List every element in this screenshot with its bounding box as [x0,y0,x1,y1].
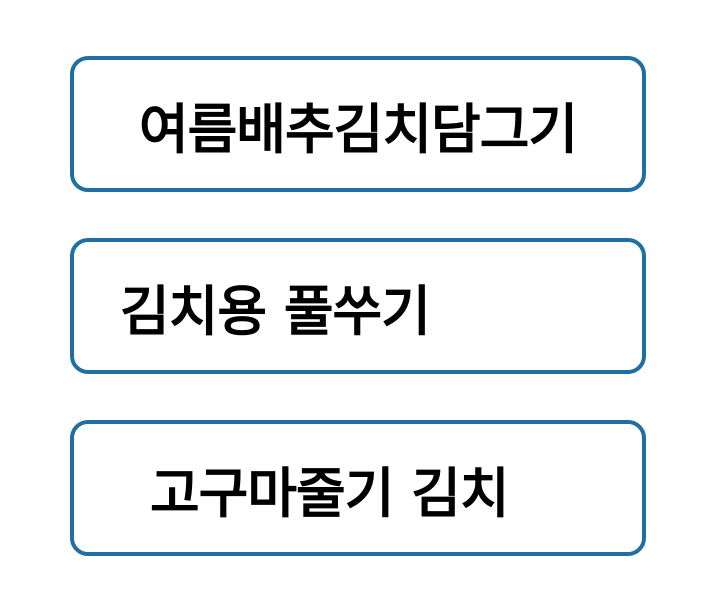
step-label: 여름배추김치담그기 [138,97,578,161]
step-card-summer-cabbage-kimchi: 여름배추김치담그기 [70,56,646,192]
step-card-sweet-potato-stem-kimchi: 고구마줄기 김치 [70,420,646,556]
step-card-kimchi-paste: 김치용 풀쑤기 [70,238,646,374]
step-label: 고구마줄기 김치 [150,461,510,525]
step-label: 김치용 풀쑤기 [120,279,431,343]
